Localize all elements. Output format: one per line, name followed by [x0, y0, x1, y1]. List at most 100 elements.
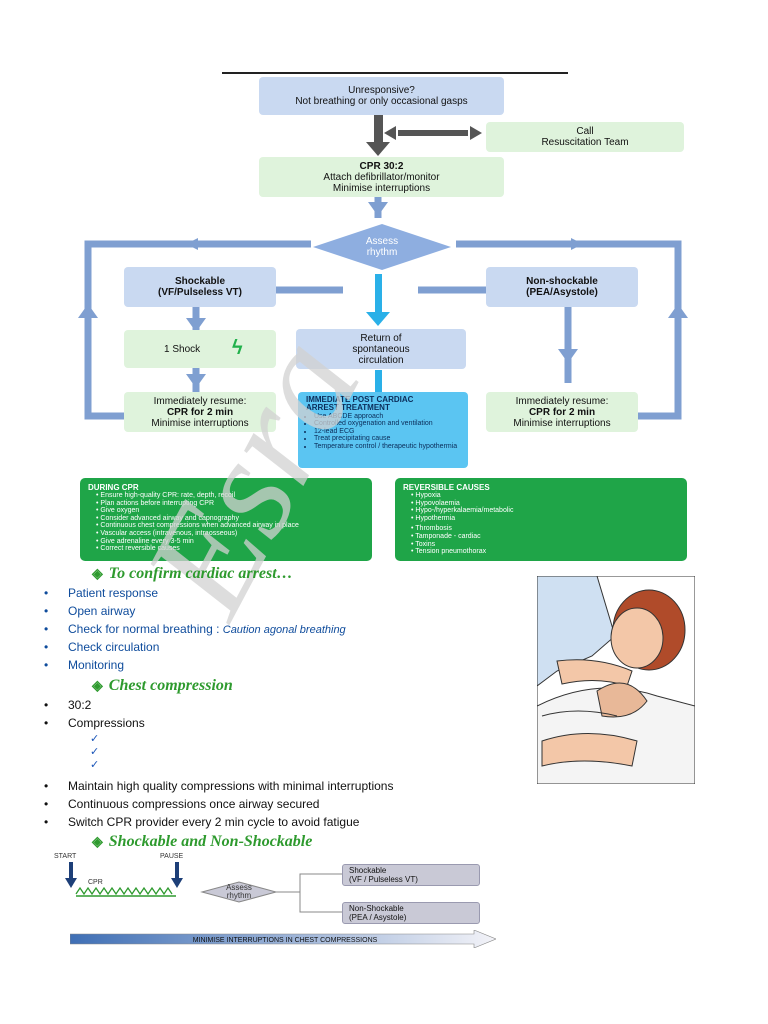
post-arrest-item: Treat precipitating cause [314, 435, 457, 442]
section-shockable-heading: ◈ Shockable and Non-Shockable [92, 833, 312, 851]
one-shock-box: 1 Shock [124, 330, 276, 368]
resume-left-box: Immediately resume: CPR for 2 min Minimi… [124, 392, 276, 432]
list-item: Patient response [44, 584, 346, 602]
resume-left-line1: Immediately resume: [153, 395, 247, 407]
mini-shockable-line1: Shockable [349, 866, 387, 875]
mini-shockable-box: Shockable (VF / Pulseless VT) [342, 864, 480, 886]
list-item: Check circulation [44, 638, 346, 656]
cpr-line3: Minimise interruptions [332, 182, 431, 194]
call-team-line2: Resuscitation Team [541, 137, 629, 148]
check-icon: ✓ [90, 733, 100, 745]
mini-shockable-line2: (VF / Pulseless VT) [349, 875, 418, 884]
post-arrest-box: IMMEDIATE POST CARDIAC ARREST TREATMENT … [298, 392, 468, 468]
unresponsive-line1: Unresponsive? [348, 85, 415, 96]
patient-check-illustration [537, 576, 695, 784]
during-cpr-item: Give oxygen [96, 507, 364, 515]
reversible-cause-item: Tension pneumothorax [411, 548, 679, 556]
reversible-causes-box: REVERSIBLE CAUSES Hypoxia Hypovolaemia H… [395, 478, 687, 561]
reversible-cause-item: Hypo-/hyperkalaemia/metabolic [411, 507, 679, 515]
top-rule [222, 72, 568, 74]
list-item: Compressions [44, 714, 145, 732]
non-shockable-line2: (PEA/Asystole) [526, 287, 598, 298]
check-icon: ✓ [90, 746, 100, 758]
mini-assess-line1: Assess [226, 883, 252, 892]
rosc-box: Return of spontaneous circulation [296, 329, 466, 369]
reversible-causes-list-1: Hypoxia Hypovolaemia Hypo-/hyperkalaemia… [403, 492, 679, 522]
rosc-line1: Return of [360, 332, 402, 344]
reversible-cause-item: Hypothermia [411, 515, 679, 523]
mini-non-shockable-line2: (PEA / Asystole) [349, 913, 407, 922]
lightning-icon: ϟ [232, 337, 243, 359]
resume-right-line1: Immediately resume: [515, 395, 609, 407]
resume-right-line2: CPR for 2 min [528, 406, 596, 418]
cpr-line1: CPR 30:2 [359, 160, 404, 172]
cpr-line2: Attach defibrillator/monitor [323, 171, 440, 183]
post-arrest-item: Temperature control / therapeutic hypoth… [314, 443, 457, 450]
list-item: Switch CPR provider every 2 min cycle to… [44, 813, 393, 831]
post-arrest-title1: IMMEDIATE POST CARDIAC [306, 395, 414, 404]
check-icon: ✓ [90, 759, 100, 771]
shockable-line2: (VF/Pulseless VT) [158, 287, 242, 298]
assess-line1: Assess [366, 236, 398, 247]
reversible-cause-item: Thrombosis [411, 525, 679, 533]
reversible-cause-item: Toxins [411, 541, 679, 549]
post-arrest-item: 12-lead ECG [314, 428, 457, 435]
mini-assess-line2: rhythm [227, 891, 252, 900]
non-shockable-line1: Non-shockable [526, 276, 598, 287]
during-cpr-item: Ensure high-quality CPR: rate, depth, re… [96, 492, 364, 500]
post-arrest-title2: ARREST TREATMENT [306, 403, 390, 412]
non-shockable-box: Non-shockable (PEA/Asystole) [486, 267, 638, 307]
section-compression-title: Chest compression [108, 677, 233, 694]
start-label: START [54, 853, 77, 860]
resume-left-line3: Minimise interruptions [151, 417, 249, 429]
during-cpr-list: Ensure high-quality CPR: rate, depth, re… [88, 492, 364, 553]
section-shockable-title: Shockable and Non-Shockable [108, 833, 313, 850]
section-confirm-title: To confirm cardiac arrest… [108, 565, 293, 582]
unresponsive-box: Unresponsive? Not breathing or only occa… [259, 77, 504, 115]
mini-non-shockable-line1: Non-Shockable [349, 904, 404, 913]
resume-right-box: Immediately resume: CPR for 2 min Minimi… [486, 392, 638, 432]
diamond-bullet-icon: ◈ [92, 835, 103, 850]
compression-list-top: 30:2 Compressions [44, 696, 145, 732]
shockable-line1: Shockable [174, 276, 226, 287]
rosc-line2: spontaneous [352, 343, 410, 355]
list-item-text: Check for normal breathing : [68, 622, 223, 636]
confirm-list: Patient response Open airway Check for n… [44, 584, 346, 674]
during-cpr-item: Give adrenaline every 3-5 min [96, 538, 364, 546]
minimise-interruptions-banner: MINIMISE INTERRUPTIONS IN CHEST COMPRESS… [70, 930, 496, 948]
resume-left-line2: CPR for 2 min [166, 406, 234, 418]
unresponsive-line2: Not breathing or only occasional gasps [295, 96, 468, 107]
during-cpr-item: Consider advanced airway and capnography [96, 515, 364, 523]
algorithm-arrows [78, 114, 688, 420]
compression-list-bottom: Maintain high quality compressions with … [44, 777, 393, 831]
list-item: Continuous compressions once airway secu… [44, 795, 393, 813]
during-cpr-item: Vascular access (intravenous, intraosseo… [96, 530, 364, 538]
cpr-box: CPR 30:2 Attach defibrillator/monitor Mi… [259, 157, 504, 197]
agonal-note: Caution agonal breathing [222, 624, 346, 636]
reversible-cause-item: Tamponade - cardiac [411, 533, 679, 541]
list-item: Open airway [44, 602, 346, 620]
cpr-label: CPR [88, 879, 103, 886]
rosc-line3: circulation [358, 354, 404, 366]
reversible-causes-title: REVERSIBLE CAUSES [403, 483, 490, 492]
list-item: 30:2 [44, 696, 145, 714]
assess-rhythm-diamond: Assess rhythm [313, 224, 451, 270]
call-team-line1: Call [576, 126, 594, 137]
list-item: Monitoring [44, 656, 346, 674]
diamond-bullet-icon: ◈ [92, 679, 103, 694]
post-arrest-list: Use ABCDE approach Controlled oxygenatio… [306, 413, 457, 450]
shockable-diagram: START PAUSE CPR Assess rhythm [54, 853, 342, 913]
one-shock-label: 1 Shock [164, 343, 201, 355]
resume-right-line3: Minimise interruptions [513, 417, 611, 429]
post-arrest-item: Use ABCDE approach [314, 413, 457, 420]
assess-line2: rhythm [367, 247, 398, 258]
mini-non-shockable-box: Non-Shockable (PEA / Asystole) [342, 902, 480, 924]
list-item: Maintain high quality compressions with … [44, 777, 393, 795]
post-arrest-item: Controlled oxygenation and ventilation [314, 420, 457, 427]
section-confirm-heading: ◈To confirm cardiac arrest… [92, 565, 293, 583]
banner-text: MINIMISE INTERRUPTIONS IN CHEST COMPRESS… [193, 937, 378, 944]
reversible-cause-item: Hypoxia [411, 492, 679, 500]
reversible-cause-item: Hypovolaemia [411, 500, 679, 508]
section-compression-heading: ◈ Chest compression [92, 677, 233, 695]
reversible-causes-list-2: Thrombosis Tamponade - cardiac Toxins Te… [403, 525, 679, 555]
